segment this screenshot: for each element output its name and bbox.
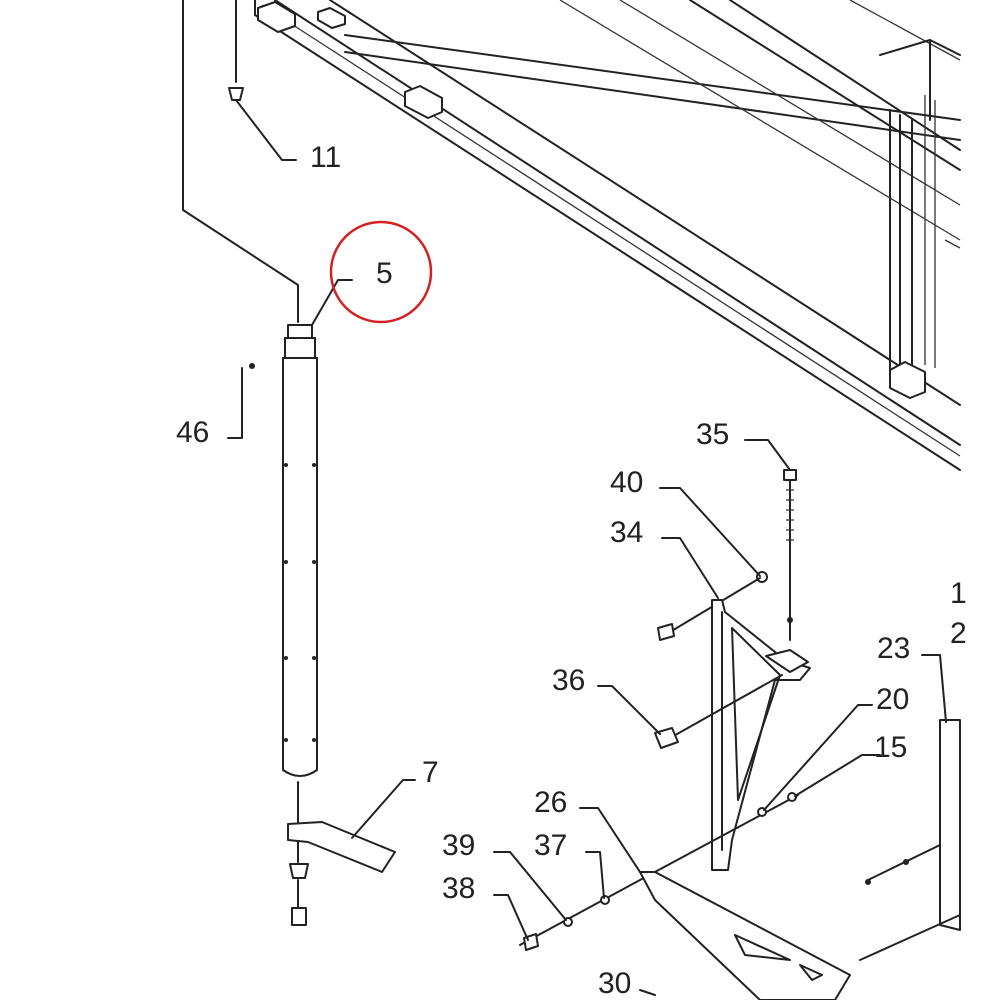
cylinder-rivets (284, 463, 316, 742)
callout-15: 15 (874, 731, 907, 764)
callout-7: 7 (422, 756, 439, 789)
callout-35: 35 (696, 418, 729, 451)
callout-34: 34 (610, 516, 643, 549)
callout-39: 39 (442, 829, 475, 862)
callout-labels: 11 5 46 35 40 34 36 23 20 15 7 26 39 37 … (176, 141, 967, 1000)
callout-edge-2: 2 (950, 617, 967, 650)
frame-assembly (254, 0, 961, 471)
callout-23: 23 (877, 632, 910, 665)
callout-38: 38 (442, 872, 475, 905)
callout-36: 36 (552, 664, 585, 697)
hanger-bracket-assembly (519, 469, 811, 951)
callout-5: 5 (376, 257, 393, 290)
callout-20: 20 (876, 683, 909, 716)
callout-11: 11 (310, 141, 341, 174)
highlight-circle (329, 220, 433, 324)
callout-40: 40 (610, 466, 643, 499)
callout-37: 37 (534, 829, 567, 862)
callout-30: 30 (598, 967, 631, 1000)
callout-26: 26 (534, 786, 567, 819)
post-assembly (182, 0, 396, 926)
callout-46: 46 (176, 416, 209, 449)
leader-lines (227, 99, 947, 996)
callout-edge-1: 1 (950, 577, 967, 610)
lower-triangle-bracket (639, 719, 961, 1000)
